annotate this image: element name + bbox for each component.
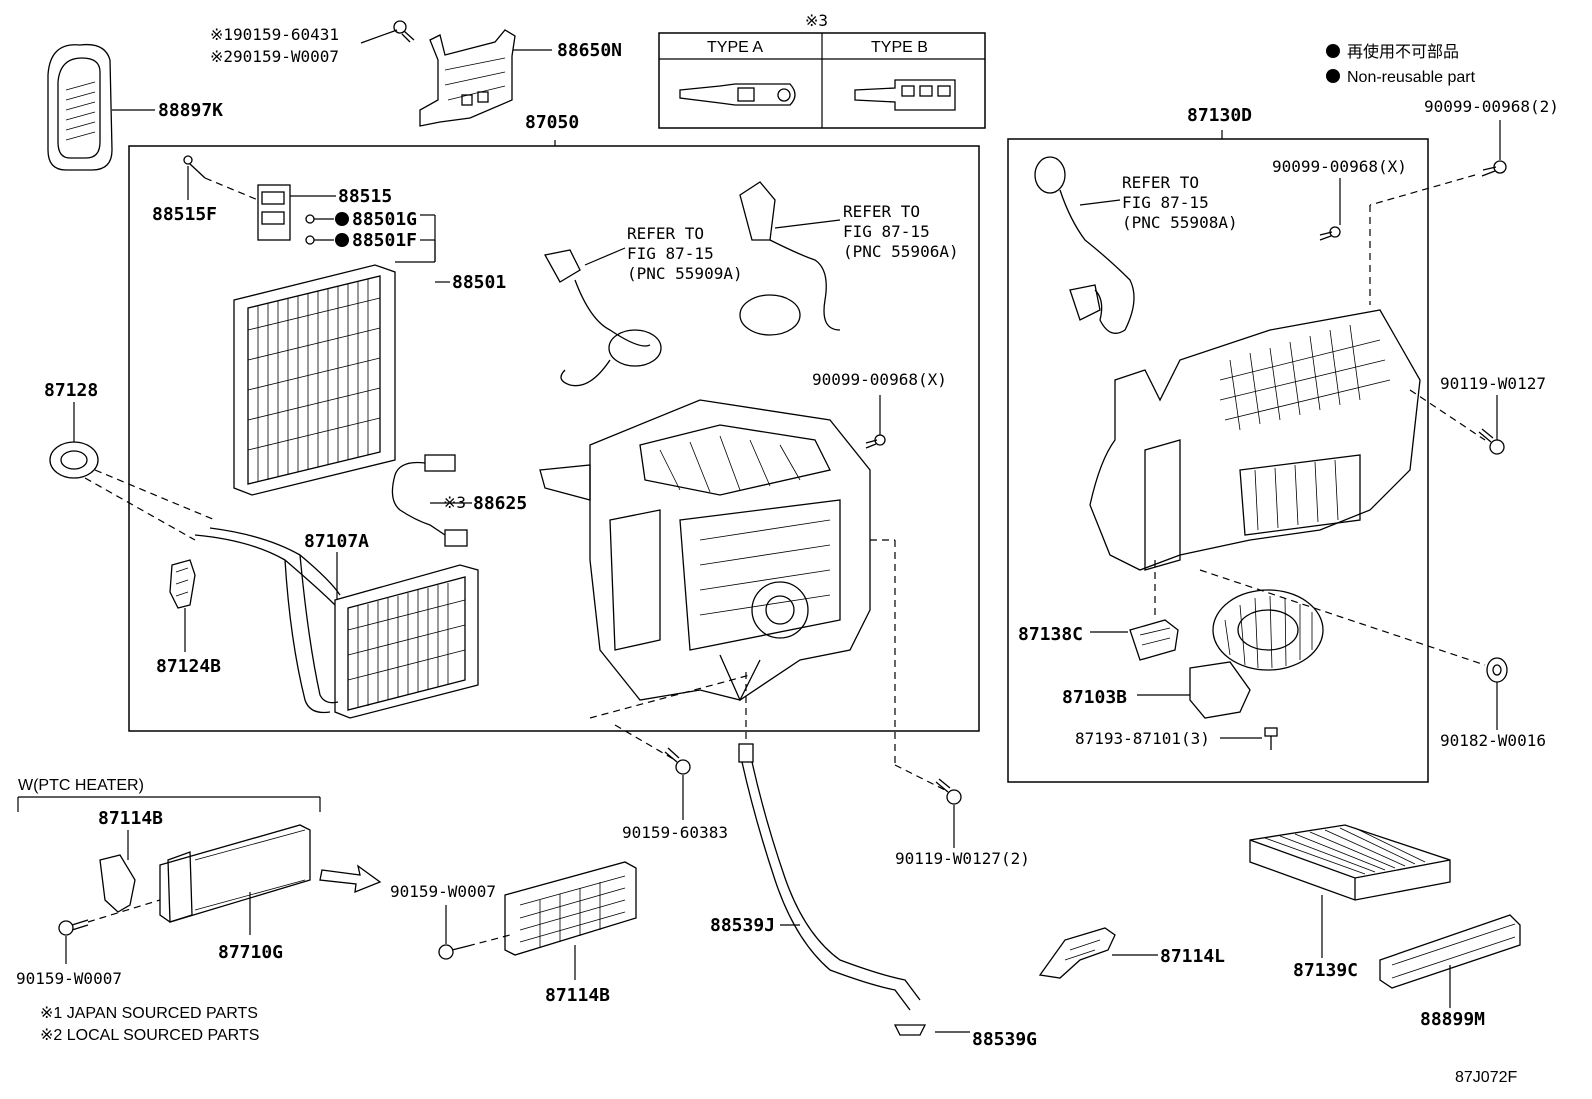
grommet-87128-drawing	[49, 441, 99, 479]
mark-ref-label: ※3	[805, 11, 828, 30]
refer-label: REFER TO	[1122, 173, 1199, 192]
diagram-code: 87J072F	[1455, 1069, 1517, 1086]
non-reusable-jp-label: 再使用不可部品	[1347, 43, 1459, 61]
part-label: 90099-00968(X)	[1272, 157, 1407, 176]
bracket-87114l-drawing	[1038, 927, 1116, 979]
part-label: 90119-W0127(2)	[895, 849, 1030, 868]
ptc-heater-87710g-drawing	[159, 824, 311, 923]
direction-arrow-icon	[319, 864, 382, 894]
part-label: 88501G	[352, 209, 417, 230]
refer-label: (PNC 55906A)	[843, 242, 959, 261]
part-label: 88501F	[352, 230, 417, 251]
harness-55906a-drawing	[739, 181, 841, 336]
part-label: 90159-60383	[622, 823, 728, 842]
part-label: 90159-W0007	[390, 882, 496, 901]
part-mark-label: ※3	[443, 493, 466, 512]
part-label: 90119-W0127	[1440, 374, 1546, 393]
refer-label: FIG 87-15	[627, 244, 714, 263]
hvac-case-87050-drawing	[539, 399, 871, 702]
part-label: 90159-W0007	[16, 969, 122, 988]
part-label: ※290159-W0007	[210, 47, 339, 66]
resistor-87138c-drawing	[1129, 619, 1179, 661]
screw-87193-drawing	[1264, 727, 1278, 750]
screw-w0007-b-drawing	[58, 919, 89, 936]
screw-00968-b-drawing	[1319, 226, 1341, 241]
part-label: 87130D	[1187, 105, 1252, 126]
part-label: 88625	[473, 493, 527, 514]
expansion-valve-drawing	[183, 155, 315, 245]
part-88897k-drawing	[47, 43, 113, 171]
refer-label: (PNC 55909A)	[627, 264, 743, 283]
ptc-bracket-87114b-drawing	[99, 854, 136, 913]
non-reusable-dot-icon	[335, 212, 349, 226]
part-label: 88650N	[557, 40, 622, 61]
non-reusable-en-label: Non-reusable part	[1347, 69, 1476, 86]
clip-87124b-drawing	[169, 559, 196, 609]
filter-87139c-drawing	[1249, 824, 1451, 901]
refer-label: (PNC 55908A)	[1122, 213, 1238, 232]
blower-motor-drawing	[1189, 589, 1324, 719]
screw-00968-a-drawing	[865, 434, 886, 449]
type-a-label: TYPE A	[707, 39, 763, 56]
evaporator-drawing	[233, 264, 396, 496]
sensor-88625-drawing	[391, 454, 468, 547]
part-label: 87114B	[98, 808, 163, 829]
part-label: 87193-87101(3)	[1075, 729, 1210, 748]
part-label: 87128	[44, 380, 98, 401]
part-label: 90182-W0016	[1440, 731, 1546, 750]
non-reusable-dot-icon	[1326, 44, 1340, 58]
part-label: 90099-00968(X)	[812, 370, 947, 389]
part-88650n-drawing	[393, 20, 516, 127]
part-label: ※190159-60431	[210, 25, 339, 44]
part-label: 87050	[525, 112, 579, 133]
refer-label: REFER TO	[843, 202, 920, 221]
non-reusable-dot-icon	[1326, 69, 1340, 83]
screw-60383-drawing	[664, 747, 691, 775]
ptc-heater-bracket	[17, 796, 321, 812]
part-label: 88897K	[158, 100, 223, 121]
refer-label: FIG 87-15	[1122, 193, 1209, 212]
screw-w0127-drawing	[1478, 428, 1505, 455]
part-label: 90099-00968(2)	[1424, 97, 1559, 116]
type-legend-table	[658, 32, 986, 129]
panel-88899m-drawing	[1379, 914, 1521, 989]
part-label: 88539J	[710, 915, 775, 936]
part-label: 87114B	[545, 985, 610, 1006]
harness-55909a-drawing	[543, 249, 662, 387]
heater-unit-box	[128, 145, 980, 732]
part-label: 87710G	[218, 942, 283, 963]
part-label: 87124B	[156, 656, 221, 677]
part-label: 88515F	[152, 204, 217, 225]
blower-unit-box	[1007, 138, 1429, 783]
note-local-sourced: ※2 LOCAL SOURCED PARTS	[40, 1027, 259, 1044]
drain-hose-drawing	[738, 743, 927, 1036]
ptc-module-87114b-drawing	[504, 861, 637, 956]
non-reusable-dot-icon	[335, 233, 349, 247]
part-label: 87114L	[1160, 946, 1225, 967]
ptc-heater-label: W(PTC HEATER)	[18, 777, 144, 794]
refer-label: FIG 87-15	[843, 222, 930, 241]
part-label: 87139C	[1293, 960, 1358, 981]
heater-core-drawing	[194, 527, 479, 719]
screw-w0127-2-drawing	[935, 778, 962, 805]
part-label: 88501	[452, 272, 506, 293]
part-label: 88899M	[1420, 1009, 1485, 1030]
harness-55908a-drawing	[1034, 156, 1135, 334]
part-label: 87138C	[1018, 624, 1083, 645]
part-label: 87107A	[304, 531, 369, 552]
blower-case-drawing	[1089, 309, 1421, 571]
refer-label: REFER TO	[627, 224, 704, 243]
screw-w0007-c-drawing	[438, 944, 469, 960]
clip-w0016-drawing	[1486, 657, 1508, 683]
type-b-label: TYPE B	[871, 39, 928, 56]
part-label: 88539G	[972, 1029, 1037, 1050]
part-label: 88515	[338, 186, 392, 207]
screw-00968-2-drawing	[1481, 160, 1507, 177]
part-label: 87103B	[1062, 687, 1127, 708]
note-japan-sourced: ※1 JAPAN SOURCED PARTS	[40, 1005, 258, 1022]
